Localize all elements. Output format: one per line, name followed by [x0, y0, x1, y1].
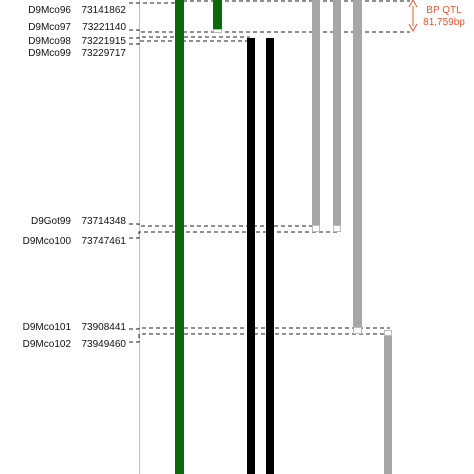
guide-line-d9mco98	[129, 36, 250, 39]
haplotype-bar-black-2	[266, 38, 274, 474]
haplotype-bars	[175, 0, 392, 474]
marker-name-d9got99: D9Got99	[31, 216, 71, 227]
guide-line-d9mco102	[129, 333, 385, 343]
haplotype-bar-gray-1	[312, 0, 320, 225]
marker-position-d9mco100: 73747461	[82, 236, 127, 247]
haplotype-bar-green	[175, 0, 184, 474]
marker-guides	[129, 0, 410, 343]
qtl-arrow-head-up	[408, 0, 418, 8]
haplotype-bar-black-1	[247, 38, 255, 474]
marker-position-d9mco99: 73229717	[82, 48, 127, 59]
marker-position-d9mco101: 73908441	[82, 322, 127, 333]
marker-position-d9mco96: 73141862	[82, 5, 127, 16]
bar-end-cap	[353, 327, 362, 334]
marker-labels: D9Mco96 73141862 D9Mco97 73221140 D9Mco9…	[23, 5, 127, 350]
guide-line-d9mco96	[129, 0, 410, 4]
guide-line-d9mco100	[129, 231, 340, 239]
marker-name-d9mco97: D9Mco97	[28, 22, 71, 33]
bar-start-cap	[384, 330, 392, 336]
marker-position-d9got99: 73714348	[82, 216, 127, 227]
qtl-annotation: BP QTL 81,759bp	[408, 0, 465, 33]
guide-line-d9mco99	[129, 40, 248, 45]
marker-name-d9mco96: D9Mco96	[28, 5, 71, 16]
marker-position-d9mco97: 73221140	[82, 22, 126, 33]
haplotype-bar-gray-3	[353, 0, 362, 327]
bar-end-cap	[333, 225, 341, 232]
marker-name-d9mco102: D9Mco102	[23, 339, 72, 350]
marker-name-d9mco98: D9Mco98	[28, 36, 71, 47]
haplotype-bar-gray-2	[333, 0, 341, 225]
marker-position-d9mco98: 73221915	[82, 36, 127, 47]
qtl-size: 81,759bp	[423, 17, 465, 28]
bar-end-cap	[213, 29, 222, 33]
qtl-label: BP QTL	[426, 5, 462, 16]
haplotype-bar-green-short	[213, 0, 222, 29]
guide-line-d9mco97	[129, 29, 410, 33]
bar-end-cap	[312, 225, 320, 232]
qtl-arrow-head-down	[408, 23, 418, 33]
marker-name-d9mco101: D9Mco101	[23, 322, 72, 333]
haplotype-bar-gray-4	[384, 336, 392, 474]
marker-position-d9mco102: 73949460	[82, 339, 127, 350]
marker-name-d9mco99: D9Mco99	[28, 48, 71, 59]
marker-name-d9mco100: D9Mco100	[23, 236, 72, 247]
guide-line-d9got99	[129, 223, 314, 227]
guide-line-d9mco101	[129, 327, 390, 330]
